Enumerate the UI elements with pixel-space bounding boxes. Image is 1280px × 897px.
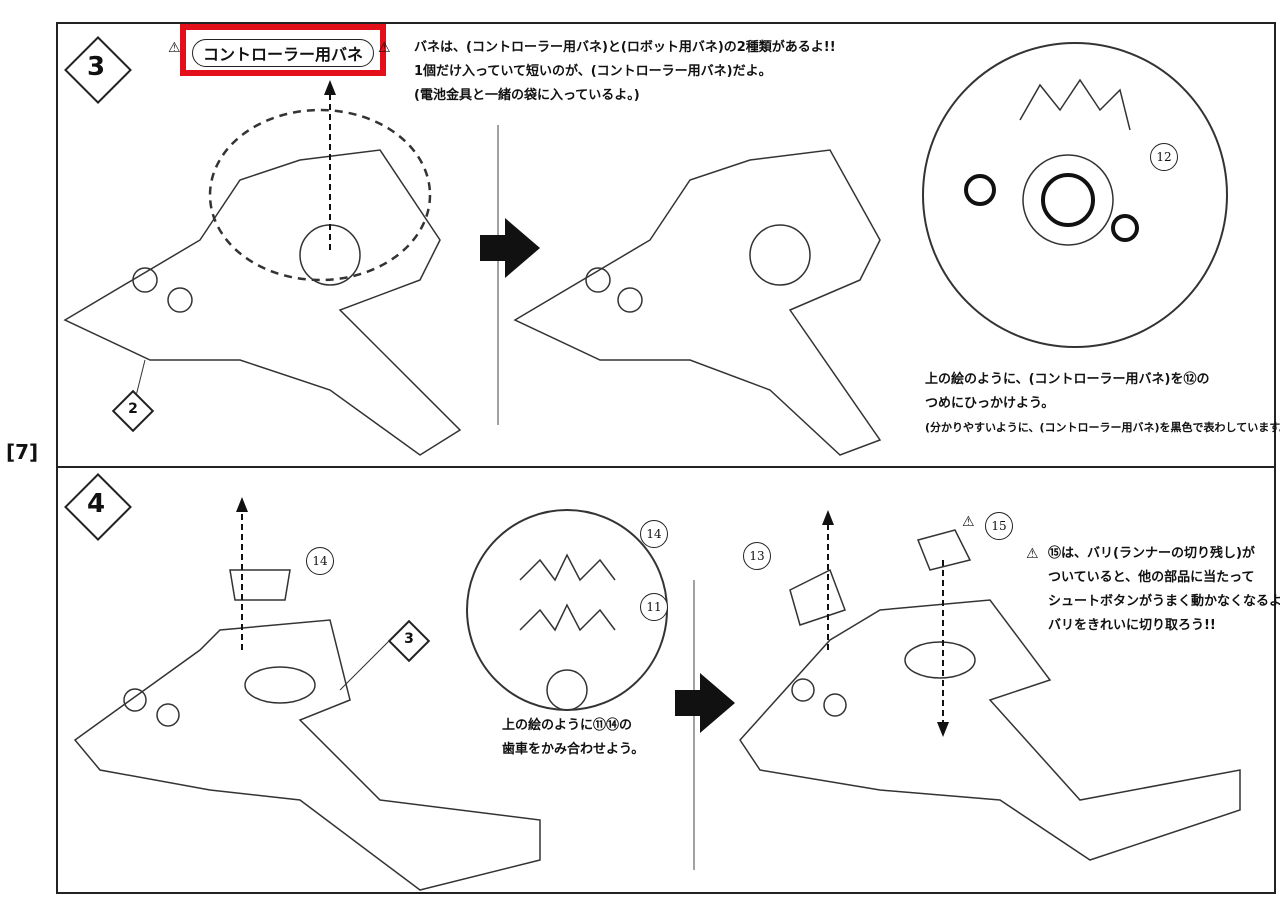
instruction-line: (電池金具と一緒の袋に入っているよ。) xyxy=(414,88,640,103)
zoom-view-step3 xyxy=(922,42,1228,348)
caption-line: 上の絵のように⑪⑭の xyxy=(502,718,633,733)
warning-icon: ⚠ xyxy=(1026,546,1039,562)
step-3-instructions: バネは、(コントローラー用バネ)と(ロボット用バネ)の2種類があるよ!! 1個だ… xyxy=(414,36,836,108)
warning-icon: ⚠ xyxy=(168,40,181,56)
step-3-detail: 上の絵のように、(コントローラー用バネ)を⑫の つめにひっかけよう。 (分かりや… xyxy=(925,368,1280,440)
highlight-box xyxy=(180,24,386,76)
step-3-number: 3 xyxy=(86,52,106,82)
detail-line: (分かりやすいように、(コントローラー用バネ)を黒色で表わしています。) xyxy=(925,421,1280,434)
next-arrow-step3 xyxy=(480,218,540,278)
step-4-warning: ⑮は、バリ(ランナーの切り残し)が ついていると、他の部品に当たって シュートボ… xyxy=(1048,542,1280,638)
part-callout-14: 14 xyxy=(306,547,334,575)
controller-body-step3a xyxy=(63,149,462,456)
controller-body-step4a xyxy=(73,619,541,891)
zoom-callout-11: 11 xyxy=(640,593,668,621)
step-4-number: 4 xyxy=(86,489,106,519)
next-arrow-step4 xyxy=(675,673,735,733)
instruction-line: バネは、(コントローラー用バネ)と(ロボット用バネ)の2種類があるよ!! xyxy=(414,40,836,55)
page-label: [7] xyxy=(6,440,39,464)
part-callout-15: 15 xyxy=(985,512,1013,540)
manual-frame xyxy=(56,22,1276,894)
warning-line: ⑮は、バリ(ランナーの切り残し)が xyxy=(1048,546,1255,561)
warning-line: ついていると、他の部品に当たって xyxy=(1048,570,1255,585)
warning-icon: ⚠ xyxy=(378,40,391,56)
controller-body-step3b xyxy=(513,149,882,456)
detail-line: 上の絵のように、(コントローラー用バネ)を⑫の xyxy=(925,372,1210,387)
controller-body-step4b xyxy=(739,599,1241,861)
zoom-callout-14: 14 xyxy=(640,520,668,548)
zoom-view-step4 xyxy=(466,509,668,711)
warning-icon: ⚠ xyxy=(962,514,975,530)
part-callout-13: 13 xyxy=(743,542,771,570)
step-divider xyxy=(56,466,1276,468)
step-4-zoom-caption: 上の絵のように⑪⑭の 歯車をかみ合わせよう。 xyxy=(502,714,644,762)
part-callout-12: 12 xyxy=(1150,143,1178,171)
part-label-controller-spring: コントローラー用バネ xyxy=(192,39,375,67)
instruction-line: 1個だけ入っていて短いのが、(コントローラー用バネ)だよ。 xyxy=(414,64,772,79)
warning-line: シュートボタンがうまく動かなくなるよ!! xyxy=(1048,594,1280,609)
detail-line: つめにひっかけよう。 xyxy=(925,396,1055,411)
spring-path-dashed xyxy=(208,108,432,282)
warning-line: バリをきれいに切り取ろう!! xyxy=(1048,618,1216,633)
base-callout-number: 2 xyxy=(128,401,138,417)
base-callout-number: 3 xyxy=(404,631,414,647)
caption-line: 歯車をかみ合わせよう。 xyxy=(502,742,645,757)
